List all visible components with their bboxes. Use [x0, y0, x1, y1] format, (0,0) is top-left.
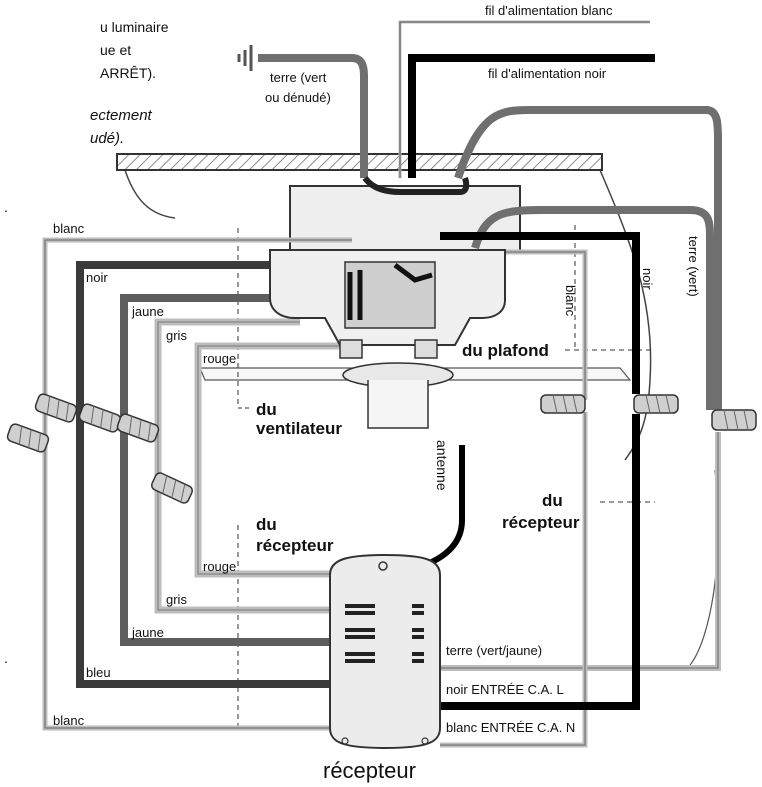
supply-white-label: fil d'alimentation blanc	[485, 3, 613, 18]
ground-top-label-2: ou dénudé)	[265, 90, 331, 105]
gray-left-label: gris	[166, 328, 187, 343]
canopy-inner-wires	[347, 263, 433, 320]
receiver-label: récepteur	[323, 758, 416, 783]
gray-wire-loop	[154, 318, 330, 614]
receiver-unit	[329, 553, 441, 750]
supply-white-wire-edge	[399, 21, 650, 178]
gray-bottom-label: gris	[166, 592, 187, 607]
wire-nut-ceiling-black-icon	[633, 394, 679, 414]
ground-top-label-1: terre (vert	[270, 70, 327, 85]
black-vertical-label: noir	[640, 268, 655, 290]
wire-nut-ceiling-white-icon	[540, 394, 586, 414]
ground-receiver-wire-edge	[440, 432, 719, 669]
wire-nut-red-icon	[150, 472, 194, 504]
from-ceiling-label: du plafond	[462, 341, 549, 360]
side-text-line3: ARRÊT).	[100, 65, 156, 81]
ground-loop-wire	[471, 206, 714, 410]
wire-nut-yellow-icon	[78, 403, 122, 433]
black-ac-in-label: noir ENTRÉE C.A. L	[446, 682, 564, 697]
wire-nut-black-icon	[34, 393, 78, 423]
gray-wire-loop-edge	[157, 321, 330, 611]
black-ac-wire	[440, 414, 640, 710]
supply-black-wire	[408, 54, 655, 178]
red-wire-loop-edge	[197, 345, 340, 575]
red-bottom-label: rouge	[203, 559, 236, 574]
supply-black-label: fil d'alimentation noir	[488, 66, 607, 81]
ground-outline-curve	[689, 469, 719, 666]
downrod	[367, 380, 429, 429]
ground-vertical-label: terre (vert)	[686, 236, 701, 297]
yellow-left-label: jaune	[131, 304, 164, 319]
black-blue-wire-loop	[76, 261, 330, 688]
red-left-label: rouge	[203, 351, 236, 366]
fixture-outline-left	[124, 169, 176, 219]
white-bottom-label: blanc	[53, 713, 85, 728]
yellow-bottom-label: jaune	[131, 625, 164, 640]
yellow-wire-loop	[120, 294, 330, 646]
white-ac-wire-edge	[440, 412, 586, 746]
from-fan-label-1: du	[256, 400, 277, 419]
side-text-line4: ectement	[90, 107, 153, 124]
wire-nut-ground-icon	[711, 409, 757, 431]
side-text-line1: u luminaire	[100, 19, 169, 35]
ceiling-plate	[116, 153, 603, 171]
ground-symbol-icon	[237, 45, 253, 71]
canopy-screw-right	[414, 339, 438, 359]
side-text-line5: udé).	[90, 130, 124, 147]
blue-bottom-label: bleu	[86, 665, 111, 680]
ground-receiver-wire	[440, 432, 721, 671]
white-wire-loop-edge	[44, 239, 352, 729]
ceiling-white-wire-edge	[505, 251, 586, 400]
from-receiver-right-label-2: récepteur	[502, 513, 580, 532]
ground-receiver-label: terre (vert/jaune)	[446, 643, 542, 658]
ceiling-black-wire	[440, 232, 640, 394]
canopy-screw-left	[339, 339, 363, 359]
antenna-label: antenne	[434, 440, 450, 491]
from-receiver-right-label-1: du	[542, 491, 563, 510]
white-vertical-label: blanc	[563, 285, 578, 317]
from-receiver-left-label-1: du	[256, 515, 277, 534]
white-ac-in-label: blanc ENTRÉE C.A. N	[446, 720, 575, 735]
ground-top-wire	[258, 54, 368, 178]
black-left-label: noir	[86, 270, 108, 285]
ground-supply-wire	[454, 106, 722, 410]
side-text-mark1: .	[4, 199, 8, 215]
side-text-line2: ue et	[100, 42, 131, 58]
wire-nut-gray-icon	[116, 413, 160, 443]
wire-nut-white-icon	[6, 423, 50, 453]
side-text-mark2: .	[4, 650, 8, 666]
from-receiver-left-label-2: récepteur	[256, 536, 334, 555]
bracket-wire-black	[362, 176, 470, 195]
from-fan-label-2: ventilateur	[256, 419, 342, 438]
white-left-label: blanc	[53, 221, 85, 236]
